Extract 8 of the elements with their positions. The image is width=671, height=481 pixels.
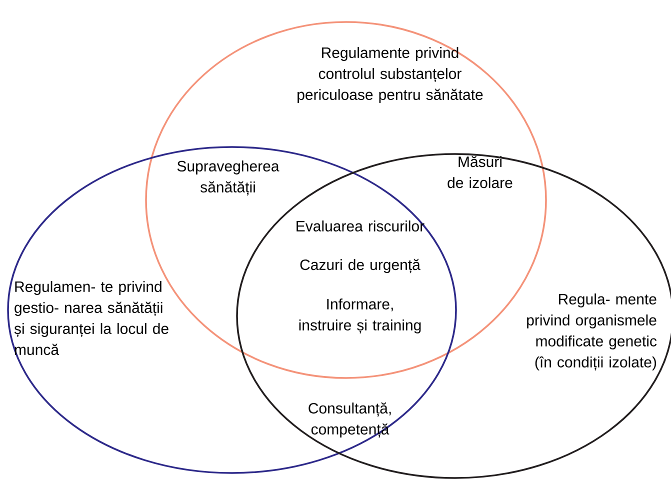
overlap-label: Informare, instruire și training — [299, 298, 421, 334]
overlap-label: Măsuri de izolare — [448, 156, 512, 188]
overlap-label: Supravegherea sănătății — [177, 160, 280, 196]
region-label: Regula- mente privind organismele modificate genetic (în condiții izolate) — [527, 293, 657, 371]
region-label: Regulamente privind controlul substanțelor periculoase pentru sănătate — [298, 47, 483, 103]
overlap-label: Cazuri de urgență — [300, 258, 420, 274]
overlap-label: Evaluarea riscurilor — [296, 220, 424, 232]
region-label: Regulamen- te privind gestio- narea sănătății și siguranței la locul de muncă — [14, 280, 168, 355]
